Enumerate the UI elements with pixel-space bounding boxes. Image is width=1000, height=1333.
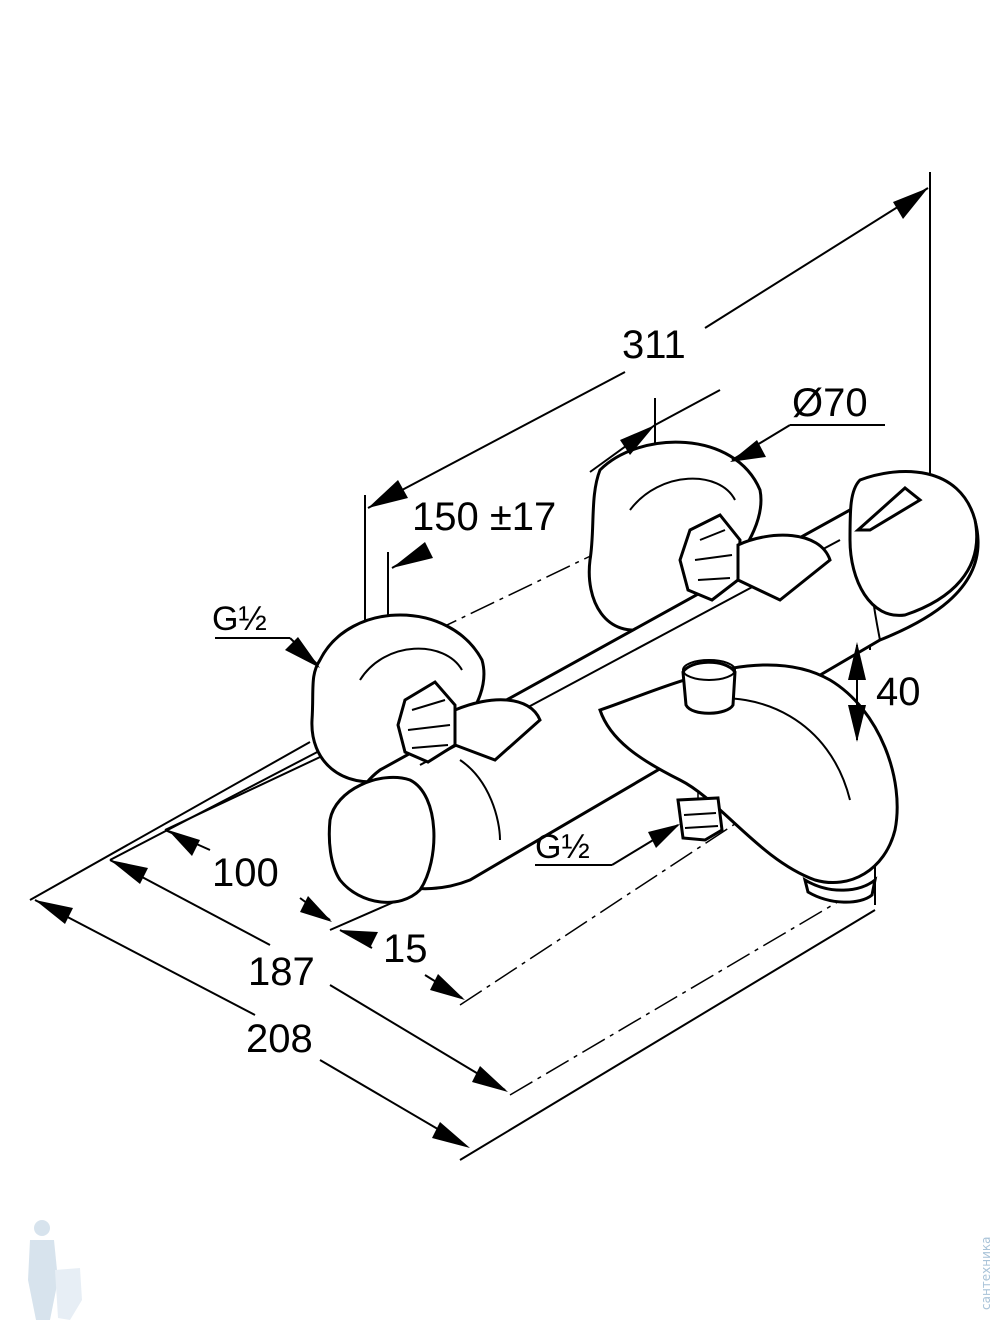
left-handle-cap <box>327 775 436 904</box>
dim-40-label: 40 <box>876 670 921 714</box>
lower-outlet <box>676 796 724 842</box>
dim-150-label: 150 ±17 <box>412 495 556 539</box>
watermark-text: сантехника <box>979 1236 993 1310</box>
dimension-15 <box>339 929 465 1000</box>
thread-outlet-label: G½ <box>535 828 590 866</box>
dim-diameter-label: Ø70 <box>792 381 868 425</box>
connection-nut-right <box>678 513 832 602</box>
connection-nut-left <box>396 680 542 764</box>
spout <box>598 663 899 904</box>
dimension-311 <box>367 187 929 509</box>
dimension-40 <box>848 642 866 742</box>
dimension-187 <box>109 859 508 1092</box>
dimension-100 <box>164 829 332 922</box>
dimension-150 <box>391 389 721 569</box>
dim-15-label: 15 <box>383 927 428 971</box>
dim-187-label: 187 <box>248 950 315 994</box>
faucet-illustration <box>310 440 980 904</box>
thermostat-knob <box>848 470 979 617</box>
dim-311-label: 311 <box>622 323 686 367</box>
dim-208-label: 208 <box>246 1017 313 1061</box>
thread-outlet-leader <box>535 824 680 866</box>
diverter-button <box>681 659 737 715</box>
dim-100-label: 100 <box>212 851 279 895</box>
dimension-diameter <box>730 424 885 462</box>
thread-left-label: G½ <box>212 600 267 638</box>
plumber-logo <box>28 1220 82 1320</box>
dimension-208 <box>34 899 470 1148</box>
thread-left-leader <box>215 637 320 668</box>
